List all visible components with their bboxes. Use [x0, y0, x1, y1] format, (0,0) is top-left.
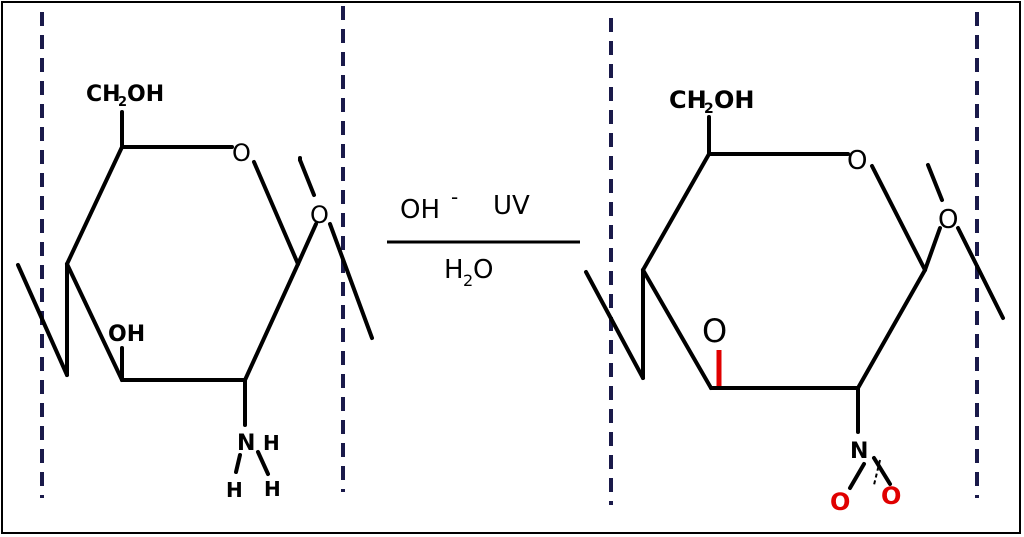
left-molecule: CH 2 OH O O OH N H H H: [16, 82, 374, 502]
left-bridge-oxygen: O: [310, 201, 329, 229]
left-ch2oh-rest: OH: [127, 82, 164, 107]
reagent-uv: UV: [493, 191, 530, 221]
left-amine-n: N: [237, 431, 255, 456]
boundary-lines: [40, 6, 979, 505]
left-amine-h1: H: [263, 431, 280, 455]
right-nitro-o2: O: [881, 482, 901, 510]
left-ch2oh-main: CH: [86, 82, 121, 107]
right-nitro-o1: O: [830, 488, 850, 516]
right-carbonyl-oxygen: O: [702, 312, 727, 350]
right-nitro-n: N: [850, 439, 868, 464]
right-bonds: [584, 115, 1005, 490]
left-amine-h3: H: [264, 477, 281, 501]
right-bridge-oxygen: O: [938, 205, 958, 235]
right-ch2oh-sub: 2: [704, 101, 714, 117]
left-bonds: [16, 110, 374, 476]
reagent-hydroxide: OH: [400, 195, 440, 225]
left-amine-h2: H: [226, 478, 243, 502]
right-ch2oh-rest: OH: [714, 86, 755, 114]
left-hydroxyl: OH: [108, 322, 145, 347]
right-molecule: CH 2 OH O O O N O O: [584, 86, 1005, 516]
reagent-hydroxide-charge: -: [451, 185, 458, 209]
solvent-water-rest: O: [473, 255, 493, 285]
reaction-conditions: OH - UV H 2 O: [387, 185, 580, 290]
nitro-dashed-bond: [873, 459, 881, 486]
left-ch2oh-sub: 2: [118, 95, 127, 110]
solvent-water-sub: 2: [463, 271, 473, 290]
right-ring-oxygen: O: [847, 146, 867, 176]
right-ch2oh-main: CH: [669, 86, 707, 114]
left-ring-oxygen: O: [232, 139, 251, 167]
solvent-water-main: H: [444, 255, 464, 285]
